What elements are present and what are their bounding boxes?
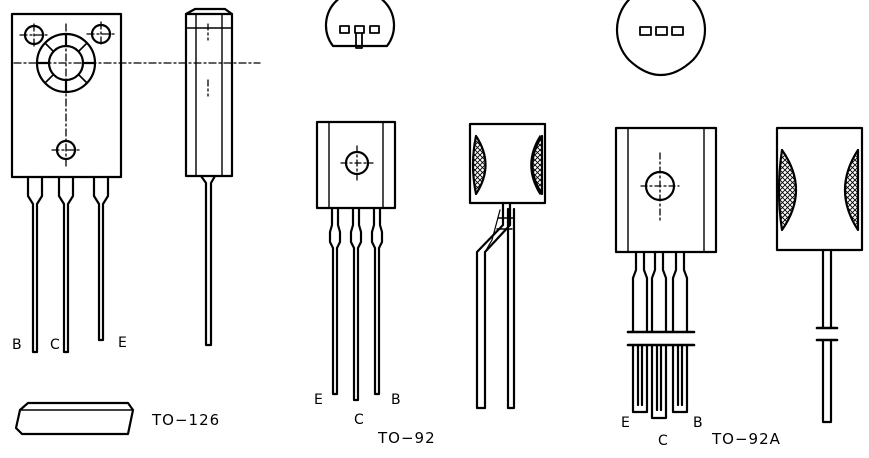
to126-profile-view — [14, 401, 135, 436]
to126-front-view — [10, 12, 261, 354]
to92-leads — [328, 206, 384, 402]
to126-pin-label-b: B — [12, 337, 22, 353]
to92a-side-view — [775, 126, 864, 424]
to92-side-view — [468, 122, 547, 410]
to126-centerlines — [13, 21, 261, 167]
to92-pin-label-b: B — [391, 392, 401, 408]
to92a-pin-label-b: B — [693, 415, 703, 431]
to92-pin-label-e: E — [314, 392, 323, 408]
to126-pin-label-e: E — [118, 335, 127, 351]
to126-tab-body — [10, 12, 123, 179]
to126-pin-label-c: C — [50, 337, 60, 353]
to92-pin-label-c: C — [354, 412, 364, 428]
to92a-package-name: TO−92A — [711, 430, 781, 448]
to92-bottom-view — [324, 0, 396, 49]
to92a-front-view — [614, 126, 718, 420]
to92a-pin-label-c: C — [658, 433, 668, 449]
to126-leads — [26, 175, 110, 354]
to126-package-name: TO−126 — [151, 411, 220, 429]
to92a-pin-label-e: E — [621, 415, 630, 431]
to92-front-view — [315, 120, 397, 402]
to126-side-view — [184, 7, 234, 347]
to92a-bottom-view — [615, 0, 707, 76]
to92-package-name: TO−92 — [377, 429, 436, 447]
to92a-leads — [626, 250, 696, 420]
